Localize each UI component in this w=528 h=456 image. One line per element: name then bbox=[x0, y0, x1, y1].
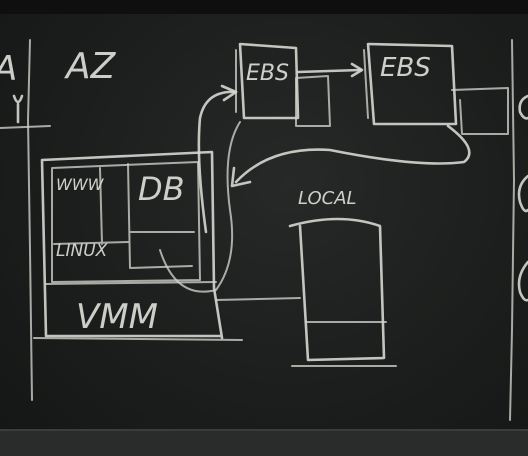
restore-arrowhead bbox=[230, 166, 252, 188]
www-box bbox=[53, 167, 129, 245]
region-label: AZ bbox=[64, 46, 117, 87]
db-loop-wire bbox=[159, 121, 241, 293]
zone-divider-right bbox=[509, 39, 515, 421]
edge-right-mark-3 bbox=[517, 260, 528, 302]
hypervisor-label: VMM bbox=[76, 297, 158, 337]
db-box bbox=[127, 163, 195, 269]
vmm-bar bbox=[45, 281, 217, 285]
chalk-tray bbox=[0, 430, 528, 456]
replication-arrow bbox=[296, 68, 362, 74]
os-label: LINUX bbox=[56, 241, 108, 261]
vmm-to-local-wire bbox=[215, 297, 301, 301]
ebs-replica-snapshot bbox=[451, 87, 509, 135]
ebs-primary-box bbox=[238, 42, 300, 120]
local-label: LOCAL bbox=[298, 188, 357, 209]
ebs-replica-box bbox=[366, 42, 458, 126]
edge-right-mark-1 bbox=[518, 94, 528, 120]
vm-box bbox=[51, 161, 201, 283]
app-label: WWW bbox=[56, 175, 105, 194]
db-label: DB bbox=[138, 170, 185, 208]
db-to-ebs-wire bbox=[197, 90, 238, 234]
board-top-frame bbox=[0, 0, 528, 14]
antenna-glyph bbox=[12, 94, 24, 124]
server-base-line bbox=[33, 337, 243, 341]
zone-divider-left bbox=[27, 39, 33, 401]
left-underline bbox=[0, 125, 51, 129]
ebs-primary-label: EBS bbox=[246, 61, 289, 86]
local-disk bbox=[288, 217, 386, 362]
ebs-replica-label: EBS bbox=[380, 53, 431, 83]
ebs-replica-side bbox=[363, 49, 369, 119]
restore-arrow bbox=[234, 124, 471, 184]
server-outer-box bbox=[40, 150, 224, 340]
replication-arrowhead bbox=[350, 62, 364, 78]
edge-right-mark-2 bbox=[517, 174, 528, 213]
edge-left-char: A bbox=[0, 49, 17, 89]
ebs-primary-snapshot bbox=[295, 75, 331, 127]
